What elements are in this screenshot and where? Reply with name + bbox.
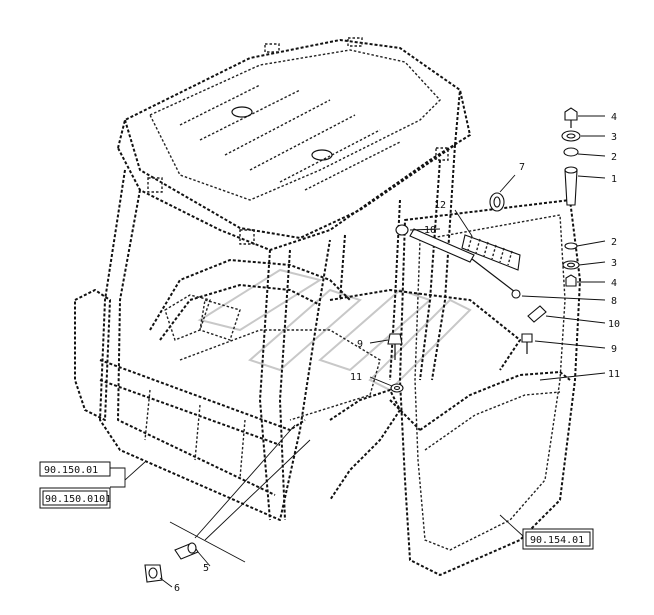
callout-5: 5	[203, 563, 209, 574]
callout-labels: 4 3 2 1 2 3 4 8 10 9 11 7 12 10 9 11 5 6	[174, 112, 620, 594]
callout-3-top: 3	[611, 132, 617, 143]
callout-4-bottom: 4	[611, 278, 617, 289]
ref-90-150-01: 90.150.01	[44, 465, 98, 476]
callout-2-top: 2	[611, 152, 617, 163]
gas-strut-assembly	[395, 192, 547, 323]
strut-pin-assembly	[561, 107, 581, 287]
callout-11-right: 11	[608, 369, 620, 380]
ref-90-150-0101: 90.150.0101	[45, 494, 111, 505]
ref-90-154-01: 90.154.01	[530, 535, 584, 546]
callout-7: 7	[519, 162, 525, 173]
callout-8: 8	[611, 296, 617, 307]
bottom-fasteners	[144, 542, 199, 583]
callout-11-left: 11	[350, 372, 362, 383]
reference-boxes: 90.150.01 90.150.0101 90.154.01	[39, 461, 594, 550]
callout-1: 1	[611, 174, 617, 185]
hinge-pins	[387, 333, 533, 393]
callout-10-right: 10	[608, 319, 620, 330]
watermark-logo	[197, 268, 472, 392]
callout-6: 6	[174, 583, 180, 594]
callout-10-left: 10	[424, 225, 436, 236]
callout-3-bottom: 3	[611, 258, 617, 269]
leader-lines	[110, 115, 606, 588]
cab-frame	[74, 144, 521, 521]
callout-12: 12	[434, 200, 446, 211]
callout-4-top: 4	[611, 112, 617, 123]
cab-door	[389, 199, 581, 576]
cab-roof	[117, 37, 471, 251]
callout-9-right: 9	[611, 344, 617, 355]
callout-9-left: 9	[357, 339, 363, 350]
callout-2-bottom: 2	[611, 237, 617, 248]
